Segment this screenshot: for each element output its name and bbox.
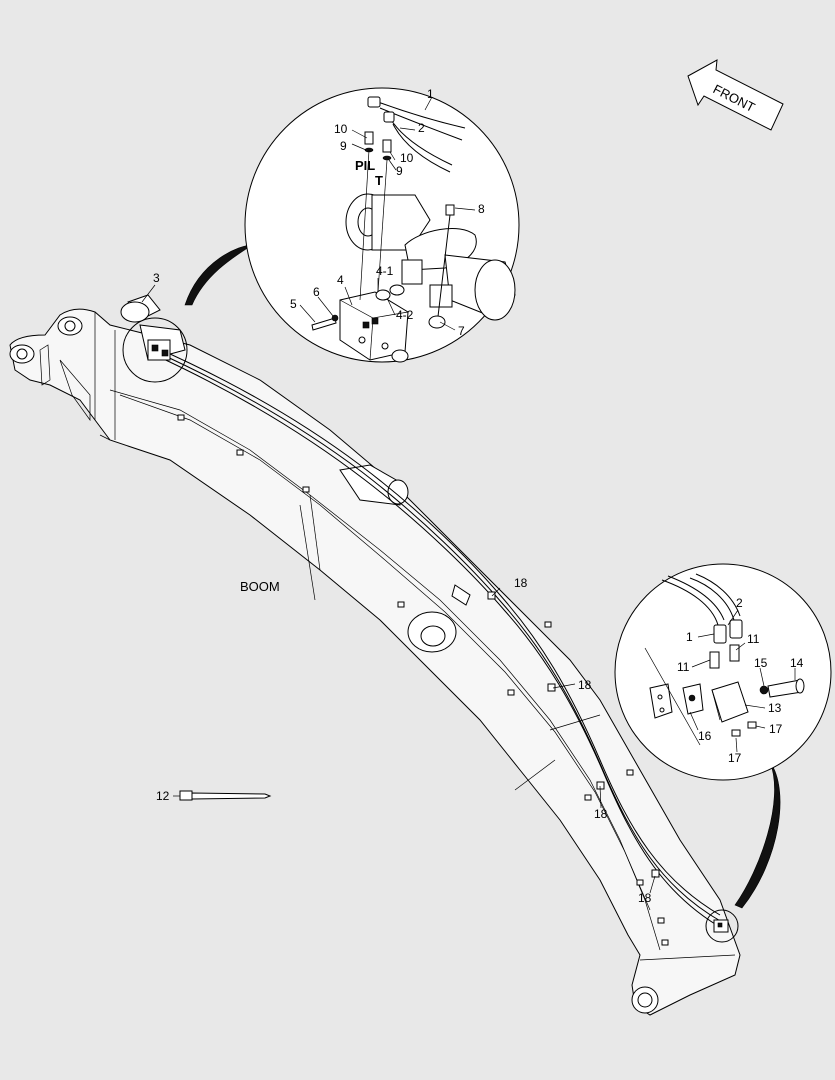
callout-10-b: 10 <box>400 151 414 165</box>
callout-9-a: 9 <box>340 139 347 153</box>
callout-17-b: 17 <box>728 751 742 765</box>
callout-2-top: 2 <box>418 121 425 135</box>
callout-13: 13 <box>768 701 782 715</box>
callout-8: 8 <box>478 202 485 216</box>
callout-4: 4 <box>337 273 344 287</box>
cable-tie <box>179 790 272 801</box>
callout-2-bottom: 2 <box>736 596 743 610</box>
callout-4-2: 4-2 <box>396 308 414 322</box>
callout-11-a: 11 <box>747 632 760 646</box>
callout-18-c: 18 <box>594 807 608 821</box>
detail-pointer-bottom <box>734 761 781 909</box>
callout-11-b: 11 <box>677 660 690 674</box>
callout-17-a: 17 <box>769 722 783 736</box>
callout-18-d: 18 <box>638 891 652 905</box>
callout-14: 14 <box>790 656 804 670</box>
callout-labels: BOOM PIL T 1 2 10 9 10 9 8 3 4 4-1 4-2 5… <box>153 87 804 905</box>
callout-4-1: 4-1 <box>376 264 394 278</box>
callout-12: 12 <box>156 789 170 803</box>
boom-label: BOOM <box>240 579 280 594</box>
callout-18-a: 18 <box>514 576 528 590</box>
callout-10-a: 10 <box>334 122 348 136</box>
hose-lines <box>149 344 726 931</box>
detail-circle-bottom <box>614 563 832 781</box>
callout-1-bottom: 1 <box>686 630 693 644</box>
callout-18-b: 18 <box>578 678 592 692</box>
valve-location-circle <box>120 294 188 383</box>
pilot-port-label: PIL <box>355 158 375 173</box>
callout-9-b: 9 <box>396 164 403 178</box>
callout-16: 16 <box>698 729 712 743</box>
callout-15: 15 <box>754 656 768 670</box>
leader-lines <box>141 96 796 894</box>
callout-1-top: 1 <box>427 87 434 101</box>
boom-body <box>9 308 741 1016</box>
callout-5: 5 <box>290 297 297 311</box>
callout-3: 3 <box>153 271 160 285</box>
callout-7: 7 <box>458 324 465 338</box>
lower-location-circle <box>705 909 739 943</box>
detail-pointer-top <box>184 244 254 306</box>
callout-6: 6 <box>313 285 320 299</box>
tank-port-label: T <box>375 173 383 188</box>
front-direction-arrow: FRONT <box>687 59 784 131</box>
detail-circle-top <box>244 87 520 363</box>
